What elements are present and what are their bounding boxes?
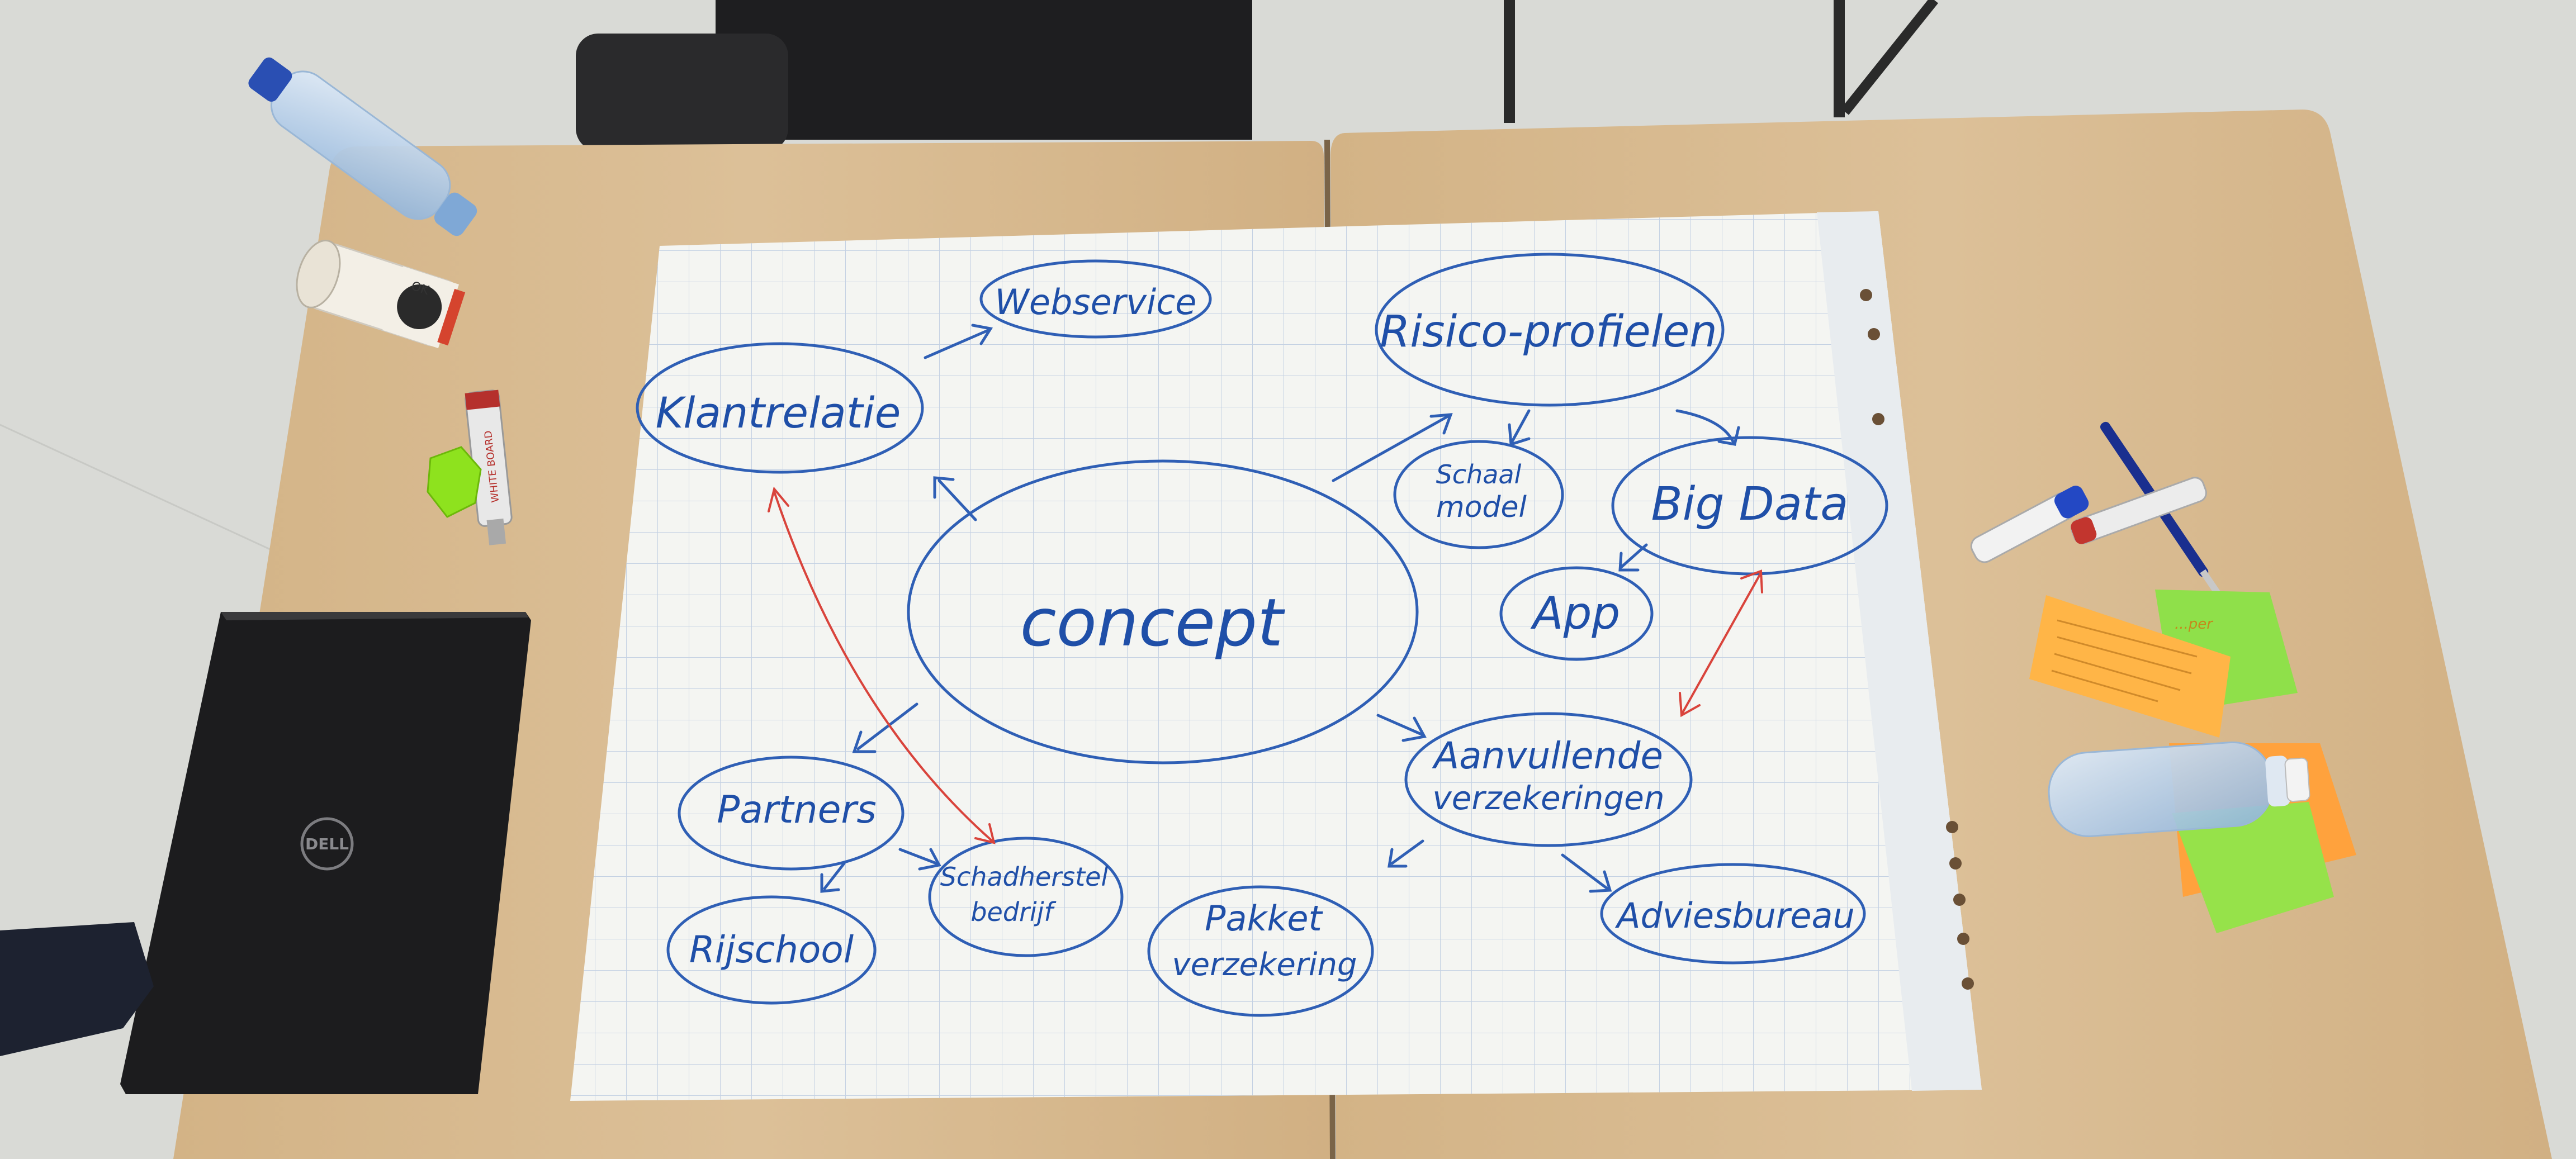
laptop: DELL <box>120 612 531 1094</box>
pakket-label-2: verzekering <box>1172 947 1357 983</box>
floor-seam <box>0 424 291 560</box>
webservice-label: Webservice <box>995 282 1197 322</box>
schadherstel-label-1: Schadherstel <box>940 862 1109 892</box>
bubble-schaalmodel <box>1393 440 1564 549</box>
aanvullende-label-1: Aanvullende <box>1432 734 1663 777</box>
bubble-pakket <box>1147 885 1374 1017</box>
bubble-klantrelatie <box>636 342 924 474</box>
laptop-logo: DELL <box>305 835 349 853</box>
adviesbureau-label: Adviesbureau <box>1614 895 1855 936</box>
aanvullende-label-2: verzekeringen <box>1432 779 1664 817</box>
sleeve <box>0 922 154 1056</box>
schadherstel-label-2: bedrijf <box>970 897 1056 927</box>
marker-white-blue <box>1970 486 2089 563</box>
pakket-label-1: Pakket <box>1205 898 1323 939</box>
bubble-bigdata <box>1611 436 1888 576</box>
concept-label: concept <box>1020 584 1285 661</box>
sticky-notes: ...per <box>2029 590 2356 933</box>
sticky-orange <box>2029 595 2231 738</box>
paper-cup: OK <box>296 239 466 349</box>
bubble-aanvullende <box>1404 712 1693 847</box>
bubble-risico <box>1375 253 1725 407</box>
partners-label: Partners <box>717 788 877 832</box>
bubble-concept <box>907 459 1419 764</box>
app-label: App <box>1530 587 1620 639</box>
bubble-webservice <box>979 259 1212 339</box>
risico-label: Risico-profielen <box>1380 307 1717 357</box>
klantrelatie-label: Klantrelatie <box>656 388 901 438</box>
chair-background <box>576 0 1939 151</box>
connector-arrows <box>820 324 1740 893</box>
bubble-app <box>1499 566 1654 661</box>
bubble-partners <box>678 756 905 871</box>
schaal-label-1: Schaal <box>1436 459 1522 490</box>
crumpled-paper <box>427 446 482 518</box>
rijschool-label: Rijschool <box>689 928 854 971</box>
water-bottle-left <box>248 57 477 236</box>
bubble-adviesbureau <box>1600 863 1866 965</box>
sticky-green-bottom <box>2172 802 2334 933</box>
mindmap: concept Webservice Klantrelatie Risico-p… <box>636 253 1888 1017</box>
bubble-schadherstel <box>928 837 1124 957</box>
sticky-note-text: ...per <box>2175 616 2214 633</box>
flipchart-paper <box>570 211 1982 1101</box>
bigdata-label: Big Data <box>1651 478 1849 531</box>
marker-white-red <box>2071 477 2207 545</box>
water-bottle-right <box>2048 741 2310 837</box>
red-connector-arrows <box>768 486 1763 844</box>
schaal-label-2: model <box>1436 491 1527 524</box>
sticky-scribbles <box>2051 619 2198 702</box>
bubble-rijschool <box>666 895 877 1005</box>
